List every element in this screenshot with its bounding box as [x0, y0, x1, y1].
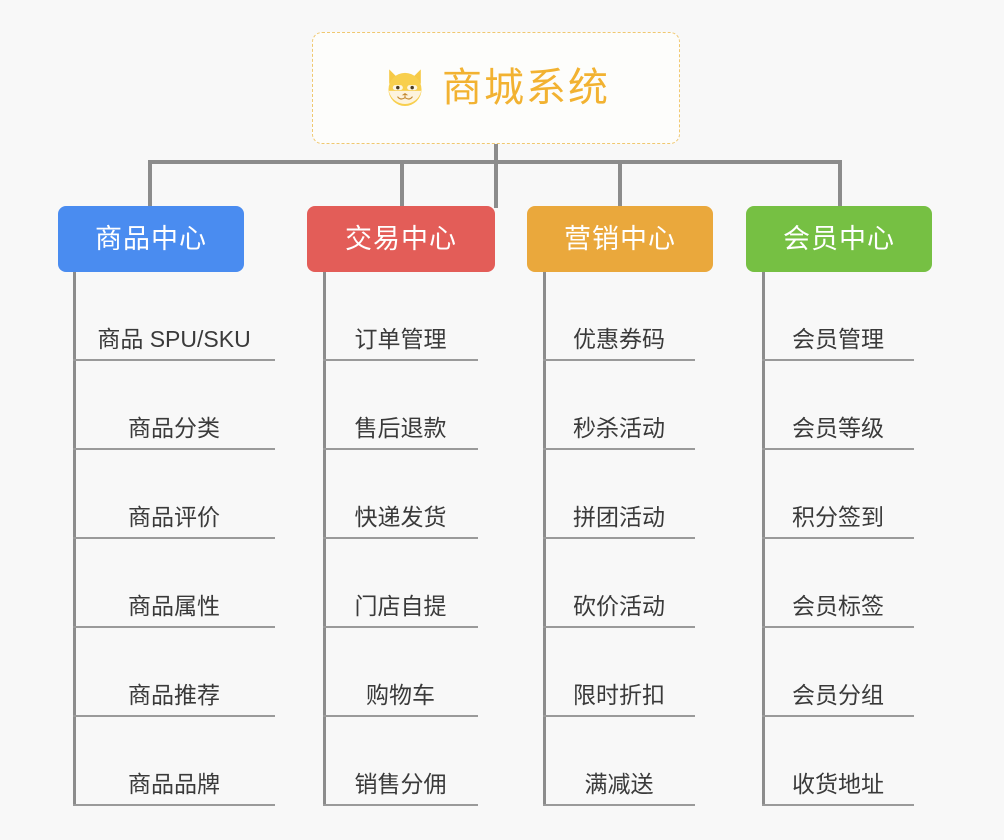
connector-root-stem: [494, 144, 498, 208]
leaf-item-label: 商品属性: [128, 593, 220, 619]
category-label-transaction: 交易中心: [345, 223, 457, 254]
leaf-item[interactable]: 商品推荐: [73, 628, 275, 717]
leaf-item-label: 售后退款: [354, 415, 447, 441]
leaf-item-label: 满减送: [584, 771, 654, 797]
leaf-item[interactable]: 订单管理: [323, 272, 478, 361]
leaf-item[interactable]: 商品评价: [73, 450, 275, 539]
leaf-item-label: 拼团活动: [573, 504, 665, 530]
leaf-item-label: 会员分组: [792, 682, 884, 708]
leaf-item-label: 收货地址: [792, 771, 884, 797]
connector-horizontal-bus: [148, 160, 842, 164]
leaf-spine-product: [73, 272, 76, 806]
leaf-item-label: 优惠券码: [573, 326, 665, 352]
leaf-item[interactable]: 商品 SPU/SKU: [73, 272, 275, 361]
category-box-marketing[interactable]: 营销中心: [527, 206, 713, 272]
category-label-member: 会员中心: [783, 223, 895, 254]
shiba-dog-face-icon: [388, 69, 422, 106]
connector-drop-4: [838, 160, 842, 208]
leaf-item[interactable]: 限时折扣: [543, 628, 695, 717]
leaf-item[interactable]: 会员标签: [762, 539, 914, 628]
leaf-item-label: 订单管理: [354, 326, 447, 352]
leaf-item[interactable]: 商品分类: [73, 361, 275, 450]
category-label-product: 商品中心: [95, 223, 207, 254]
category-box-product[interactable]: 商品中心: [58, 206, 244, 272]
leaf-item-label: 商品评价: [128, 504, 220, 530]
leaf-item[interactable]: 优惠券码: [543, 272, 695, 361]
leaf-item[interactable]: 满减送: [543, 717, 695, 806]
leaf-spine-transaction: [323, 272, 326, 806]
connector-drop-3: [618, 160, 622, 208]
leaf-item-label: 会员等级: [792, 415, 884, 441]
leaf-item-label: 商品推荐: [128, 682, 220, 708]
leaf-item[interactable]: 会员管理: [762, 272, 914, 361]
leaf-item[interactable]: 会员分组: [762, 628, 914, 717]
leaf-item[interactable]: 购物车: [323, 628, 478, 717]
leaf-item-label: 商品 SPU/SKU: [97, 326, 251, 352]
leaf-item[interactable]: 售后退款: [323, 361, 478, 450]
category-label-marketing: 营销中心: [564, 223, 676, 254]
leaf-item[interactable]: 商品属性: [73, 539, 275, 628]
leaf-item[interactable]: 快递发货: [323, 450, 478, 539]
leaf-item[interactable]: 销售分佣: [323, 717, 478, 806]
leaf-item-label: 销售分佣: [354, 771, 447, 797]
leaf-item[interactable]: 拼团活动: [543, 450, 695, 539]
leaf-item[interactable]: 门店自提: [323, 539, 478, 628]
connector-drop-2: [400, 160, 404, 208]
root-node-mall-system[interactable]: 商城系统: [312, 32, 680, 144]
leaf-item[interactable]: 秒杀活动: [543, 361, 695, 450]
leaf-item-label: 秒杀活动: [573, 415, 665, 441]
leaf-spine-member: [762, 272, 765, 806]
category-box-member[interactable]: 会员中心: [746, 206, 932, 272]
leaf-item-label: 购物车: [366, 682, 435, 708]
category-box-transaction[interactable]: 交易中心: [307, 206, 495, 272]
leaf-item[interactable]: 积分签到: [762, 450, 914, 539]
leaf-item-label: 门店自提: [354, 593, 447, 619]
connector-drop-1: [148, 160, 152, 208]
leaf-item-label: 限时折扣: [573, 682, 665, 708]
leaf-item-label: 会员标签: [792, 593, 884, 619]
leaf-item[interactable]: 砍价活动: [543, 539, 695, 628]
leaf-item[interactable]: 会员等级: [762, 361, 914, 450]
leaf-item[interactable]: 商品品牌: [73, 717, 275, 806]
leaf-item-label: 砍价活动: [573, 593, 665, 619]
leaf-item-label: 商品品牌: [128, 771, 220, 797]
root-node-label: 商城系统: [442, 66, 610, 110]
leaf-item-label: 会员管理: [792, 326, 884, 352]
leaf-item[interactable]: 收货地址: [762, 717, 914, 806]
leaf-spine-marketing: [543, 272, 546, 806]
leaf-item-label: 积分签到: [792, 504, 884, 530]
leaf-item-label: 商品分类: [128, 415, 220, 441]
leaf-item-label: 快递发货: [354, 504, 447, 530]
